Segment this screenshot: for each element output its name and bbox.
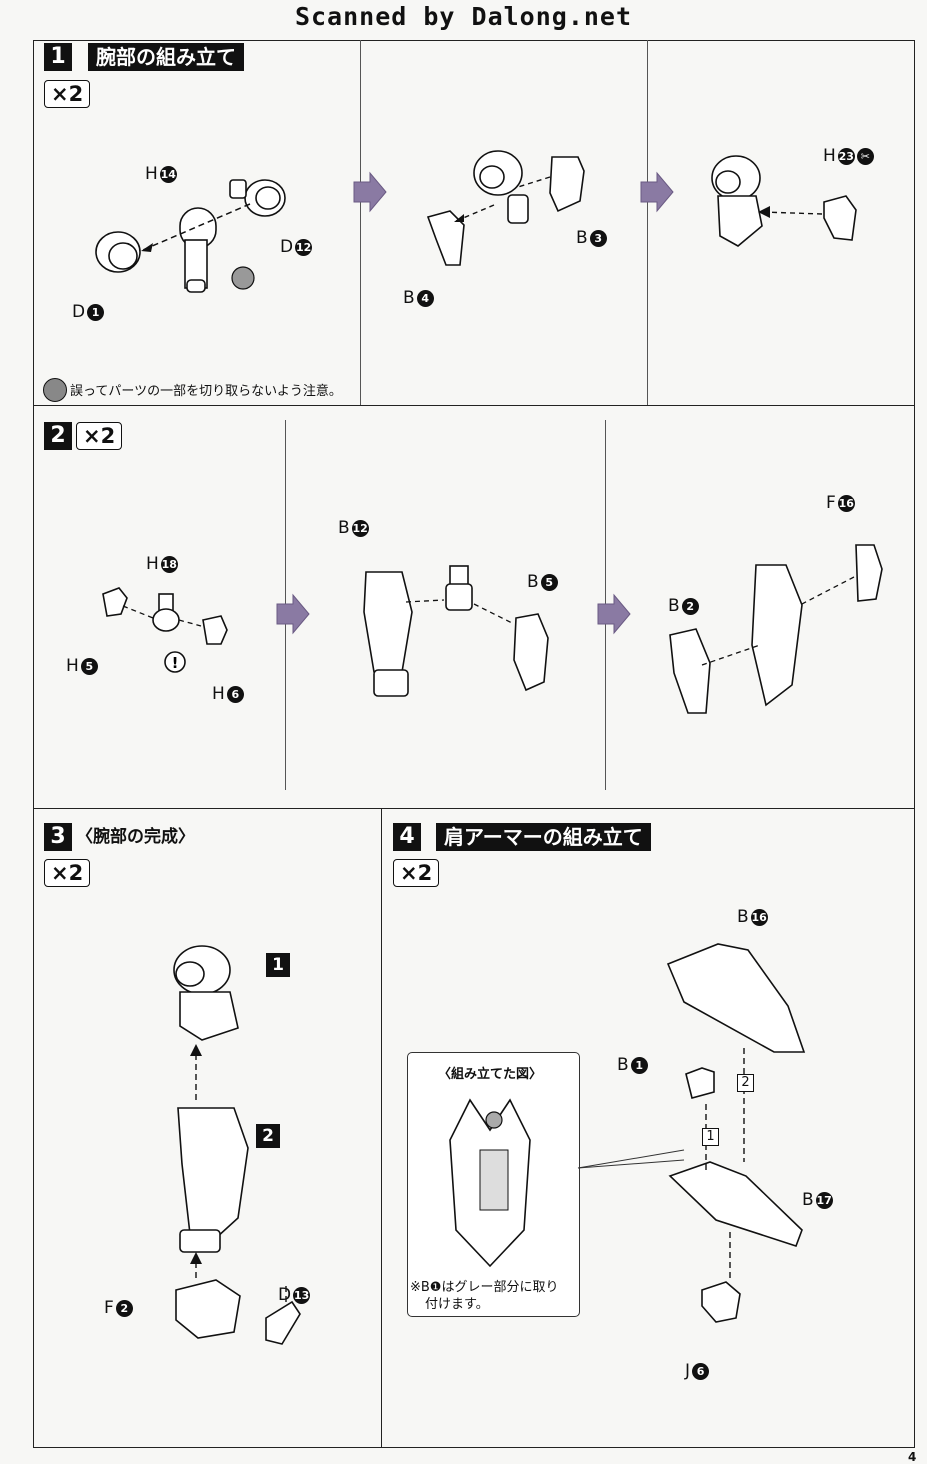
- step2-parts-illustration-a: !: [102, 587, 228, 673]
- step1-number: 1: [44, 43, 72, 71]
- step2-next-arrow-1: [276, 593, 310, 635]
- inset-callout-lines: [577, 1149, 685, 1169]
- step1-caution-note: 誤ってパーツの一部を切り取らないよう注意。: [70, 384, 342, 399]
- order-mark-1: 1: [702, 1128, 719, 1146]
- step3-subassembly-1-ref: 1: [266, 953, 290, 977]
- step2-next-arrow-2: [597, 593, 631, 635]
- step1-title: 腕部の組み立て: [88, 43, 244, 71]
- step1-parts-illustration-a: [95, 179, 286, 293]
- instruction-sheet: [33, 40, 915, 1448]
- step3-subassembly-2-ref: 2: [256, 1124, 280, 1148]
- step4-title: 肩アーマーの組み立て: [436, 823, 651, 851]
- step2-multiplier: ×2: [76, 422, 123, 450]
- divider-step2-step3: [33, 808, 915, 809]
- assembled-view-note-line1: ※B❶はグレー部分に取り: [410, 1280, 559, 1295]
- divider-step1-step2: [33, 405, 915, 406]
- assembled-view-title: 〈組み立てた図〉: [438, 1067, 543, 1082]
- step4-multiplier: ×2: [393, 859, 440, 887]
- step4-shoulder-armor-illustration: [666, 943, 806, 1323]
- step1-parts-illustration-b: [426, 150, 585, 266]
- svg-text:!: !: [172, 654, 179, 672]
- assembled-view-note-line2: 付けます。: [425, 1297, 489, 1312]
- step1-next-arrow-1: [353, 171, 387, 213]
- step3-title: 〈腕部の完成〉: [76, 827, 195, 847]
- step2-parts-illustration-b: [363, 565, 549, 697]
- step3-multiplier: ×2: [44, 859, 91, 887]
- cutting-caution-icon: [231, 266, 255, 290]
- page-number: 4: [908, 1450, 917, 1464]
- divider-step1-panel-a: [360, 40, 361, 405]
- step2-number: 2: [44, 422, 72, 450]
- divider-step3-step4: [381, 808, 382, 1448]
- watermark: Scanned by Dalong.net: [294, 2, 633, 31]
- step1-next-arrow-2: [640, 171, 674, 213]
- step1-parts-illustration-c: [711, 155, 857, 247]
- step2-parts-illustration-c: [669, 544, 883, 714]
- step1-multiplier: ×2: [44, 80, 91, 108]
- order-mark-2: 2: [737, 1074, 754, 1092]
- attention-icon: [164, 651, 186, 673]
- step3-arm-assembly-illustration: [173, 945, 301, 1345]
- assembled-view-illustration: [449, 1098, 531, 1268]
- divider-step1-panel-b: [647, 40, 648, 405]
- caution-icon: [43, 378, 67, 402]
- cut-tool-icon: ✂: [856, 147, 874, 165]
- step4-number: 4: [393, 823, 421, 851]
- step3-number: 3: [44, 823, 72, 851]
